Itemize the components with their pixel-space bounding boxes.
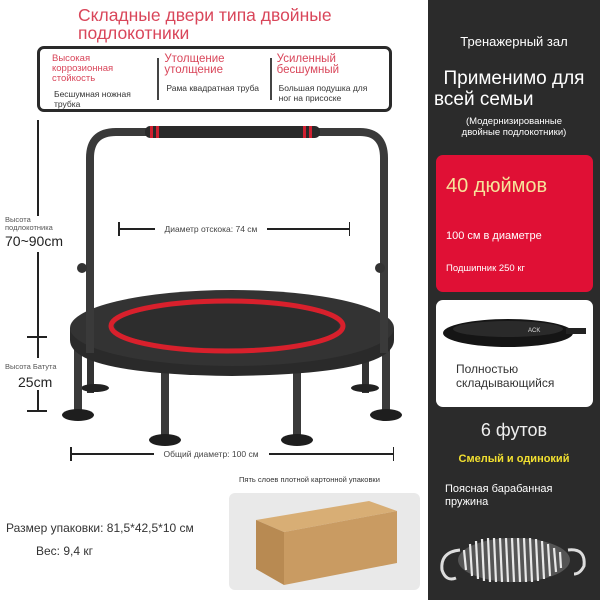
dimension-cap [392, 447, 394, 461]
dimension-cap [70, 447, 72, 461]
box-icon [256, 501, 397, 585]
feature-description: Большая подушка для ног на присоске [278, 83, 368, 103]
slogan: Смелый и одинокий [458, 453, 570, 465]
diameter-label: 100 см в диаметре [446, 230, 542, 242]
overall-diameter-dimension: Общий диаметр: 100 см [70, 447, 394, 461]
dimension-bar [119, 228, 155, 230]
feature-silent: Усиленный бесшумный Большая подушка для … [269, 53, 383, 104]
bounce-diameter-dimension: Диаметр отскока: 74 см [118, 222, 350, 236]
overall-diameter-label: Общий диаметр: 100 см [163, 449, 259, 459]
trampoline-height-value: 25cm [18, 374, 53, 390]
packaging-weight: Вес: 9,4 кг [36, 544, 93, 558]
feature-heading: Усиленный бесшумный [276, 53, 340, 76]
packaging-size: Размер упаковки: 81,5*42,5*10 см [6, 521, 194, 535]
page-title: Складные двери типа двойные подлокотники [78, 6, 408, 42]
dimension-cap [348, 222, 350, 236]
feature-box: Высокая коррозионная стойкость Бесшумная… [37, 46, 392, 112]
dimension-line [37, 390, 39, 410]
spring-label: Поясная барабанная пружина [445, 483, 552, 509]
foldable-line2: складывающийся [456, 376, 555, 390]
size-card: 40 дюймов 100 см в диаметре Подшипник 25… [436, 155, 593, 292]
dimension-tick [27, 410, 47, 412]
dimension-line [37, 336, 39, 358]
feature-thickening: Утолщение утолщение Рама квадратная труб… [157, 53, 270, 104]
page-title-line2: подлокотники [78, 23, 190, 43]
trampoline-height-label: Высота Батута [5, 362, 57, 371]
page-title-line1: Складные двери типа двойные [78, 5, 332, 25]
feature-description: Бесшумная ножная трубка [54, 89, 131, 109]
cardboard-box-image [229, 493, 420, 590]
spring-line2: пружина [445, 496, 489, 508]
dimension-line [37, 252, 39, 336]
upgrade-note: (Модернизированные двойные подлокотники) [428, 116, 600, 138]
foldable-label: Полностью складывающийся [456, 362, 554, 390]
handle-height-value: 70~90cm [5, 233, 63, 249]
audience-line1: Применимо для [443, 68, 585, 89]
foldable-card: ACK Полностью складывающийся [436, 300, 593, 407]
packaging-caption: Пять слоев плотной картонной упаковки [239, 475, 380, 484]
svg-text:ACK: ACK [528, 328, 540, 334]
handle-height-label: Высота подлокотника [5, 215, 53, 232]
dimension-bar [267, 228, 349, 230]
dimension-bar [268, 453, 393, 455]
legs-label: 6 футов [480, 420, 548, 440]
feature-heading: Высокая коррозионная стойкость [52, 53, 114, 84]
audience-label: Применимо для всей семьи [428, 68, 600, 110]
feature-heading: Утолщение утолщение [164, 53, 225, 76]
feature-corrosion: Высокая коррозионная стойкость Бесшумная… [46, 53, 158, 110]
foldable-line1: Полностью [456, 362, 519, 376]
dimension-cap [118, 222, 120, 236]
feature-description: Рама квадратная труба [166, 83, 260, 93]
category-label: Тренажерный зал [460, 34, 568, 49]
audience-line2: всей семьи [434, 89, 534, 110]
dimension-line [37, 120, 39, 216]
spring-icon [440, 537, 586, 583]
bounce-diameter-label: Диаметр отскока: 74 см [164, 224, 258, 234]
note-line1: (Модернизированные [466, 116, 562, 127]
folded-trampoline-image: ACK [443, 319, 586, 347]
note-line2: двойные подлокотники) [461, 127, 567, 138]
trampoline-image [62, 126, 402, 446]
dimension-bar [71, 453, 154, 455]
bearing-label: Подшипник 250 кг [446, 263, 525, 274]
spring-line1: Поясная барабанная [445, 483, 553, 495]
size-label: 40 дюймов [446, 175, 548, 197]
